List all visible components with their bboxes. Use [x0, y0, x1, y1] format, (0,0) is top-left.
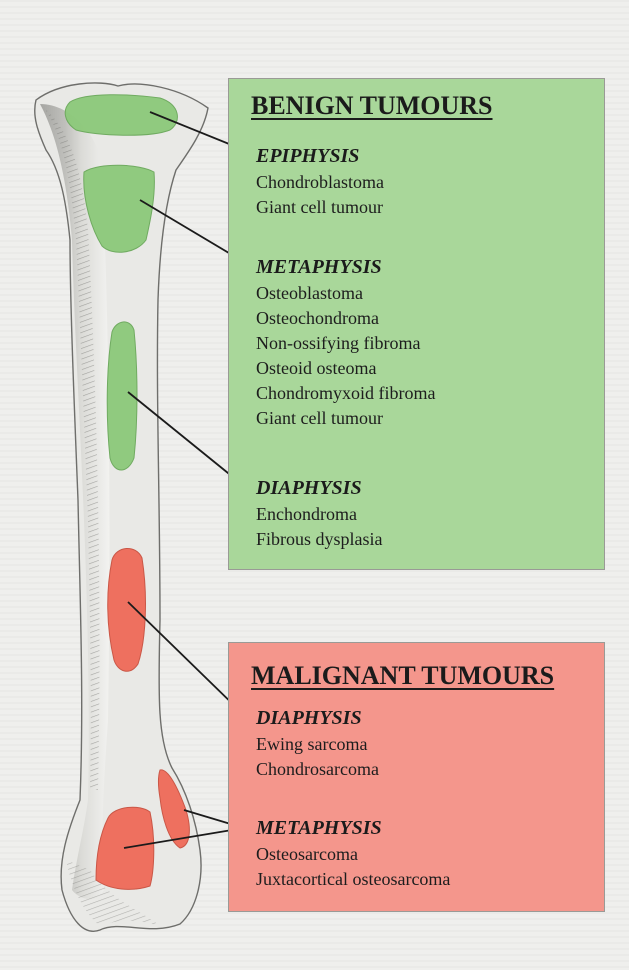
benign-epiphysis-region — [65, 95, 177, 136]
tumour-item: Osteosarcoma — [256, 842, 450, 867]
region-label: DIAPHYSIS — [256, 475, 383, 502]
benign-title: BENIGN TUMOURS — [251, 91, 493, 121]
region-label: METAPHYSIS — [256, 254, 435, 281]
benign-tumours-panel: BENIGN TUMOURS EPIPHYSIS Chondroblastoma… — [228, 78, 605, 570]
malignant-tumours-panel: MALIGNANT TUMOURS DIAPHYSIS Ewing sarcom… — [228, 642, 605, 912]
tumour-item: Giant cell tumour — [256, 406, 435, 431]
tumour-item: Osteoblastoma — [256, 281, 435, 306]
tumour-item: Ewing sarcoma — [256, 732, 379, 757]
malignant-section-diaphysis: DIAPHYSIS Ewing sarcoma Chondrosarcoma — [256, 705, 379, 782]
malignant-section-metaphysis: METAPHYSIS Osteosarcoma Juxtacortical os… — [256, 815, 450, 892]
tumour-item: Chondromyxoid fibroma — [256, 381, 435, 406]
benign-section-metaphysis: METAPHYSIS Osteoblastoma Osteochondroma … — [256, 254, 435, 431]
tumour-item: Non-ossifying fibroma — [256, 331, 435, 356]
tumour-item: Fibrous dysplasia — [256, 527, 383, 552]
region-label: DIAPHYSIS — [256, 705, 379, 732]
tumour-item: Osteochondroma — [256, 306, 435, 331]
region-label: METAPHYSIS — [256, 815, 450, 842]
malignant-diaphysis-region — [108, 548, 146, 671]
tumour-item: Giant cell tumour — [256, 195, 384, 220]
tumour-item: Chondrosarcoma — [256, 757, 379, 782]
tumour-item: Chondroblastoma — [256, 170, 384, 195]
tumour-item: Osteoid osteoma — [256, 356, 435, 381]
benign-section-epiphysis: EPIPHYSIS Chondroblastoma Giant cell tum… — [256, 143, 384, 220]
tumour-item: Juxtacortical osteosarcoma — [256, 867, 450, 892]
malignant-title: MALIGNANT TUMOURS — [251, 661, 554, 691]
benign-section-diaphysis: DIAPHYSIS Enchondroma Fibrous dysplasia — [256, 475, 383, 552]
region-label: EPIPHYSIS — [256, 143, 384, 170]
tumour-item: Enchondroma — [256, 502, 383, 527]
